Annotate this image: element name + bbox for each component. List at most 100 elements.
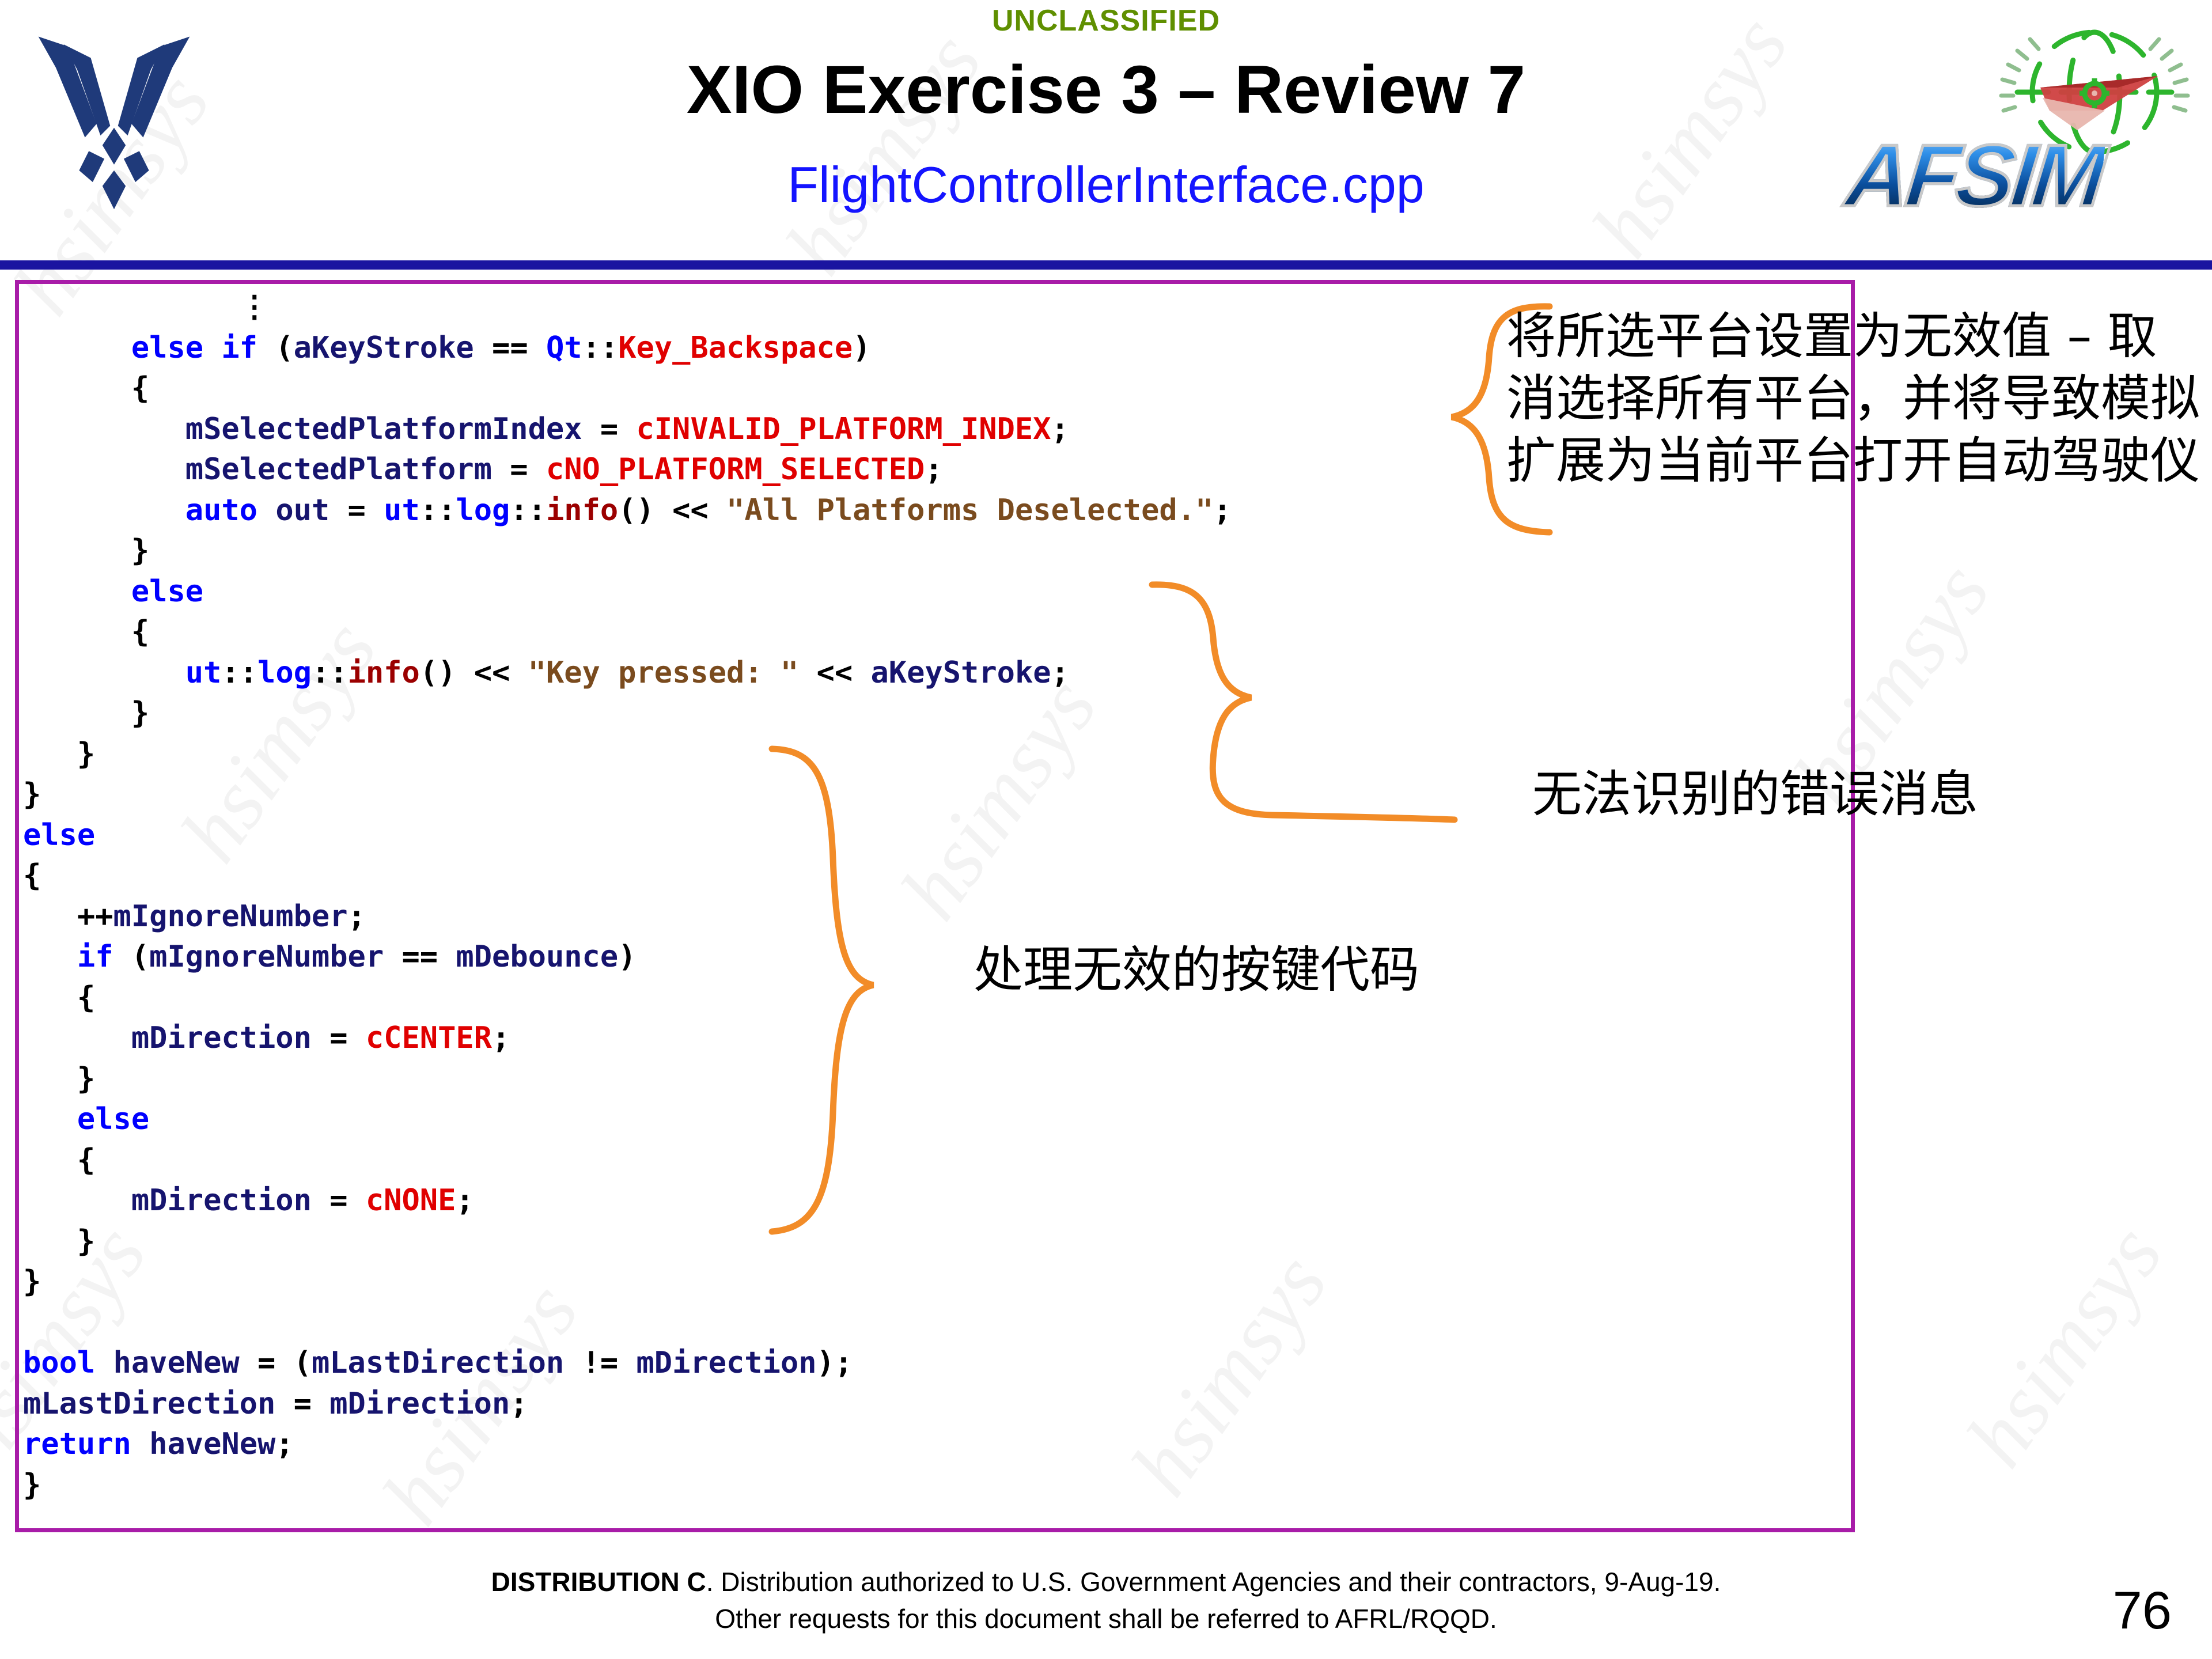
code-token [23, 1102, 77, 1137]
code-token: { [23, 615, 150, 649]
code-token: "All Platforms Deselected." [726, 493, 1214, 528]
code-token: } [23, 1224, 96, 1259]
code-token: != [564, 1346, 637, 1380]
source-code-block: ⋮ else if (aKeyStroke == Qt::Key_Backspa… [23, 287, 1843, 1505]
code-token [257, 493, 275, 528]
code-token: mDebounce [456, 940, 619, 974]
annotation-invalid-keycode: 处理无效的按键代码 [974, 941, 1419, 999]
code-token: ) [853, 330, 871, 365]
code-token: out [275, 493, 330, 528]
code-token [131, 1427, 149, 1461]
code-token: ; [925, 452, 943, 487]
code-token: ; [456, 1183, 474, 1218]
code-token: } [23, 777, 41, 812]
code-token: ; [1213, 493, 1232, 528]
code-token [23, 899, 77, 934]
code-line: else [23, 815, 1843, 856]
code-token: :: [419, 493, 456, 528]
code-token: ) [618, 940, 637, 974]
code-token: mIgnoreNumber [113, 899, 348, 934]
afsim-radar-icon [1999, 29, 2190, 155]
watermark: hsimsys [1948, 1208, 2181, 1483]
code-token: } [23, 696, 150, 730]
code-line: mSelectedPlatform = cNO_PLATFORM_SELECTE… [23, 449, 1843, 490]
afsim-logo: AFSIM [1840, 23, 2204, 226]
code-token [23, 331, 131, 365]
code-token [23, 656, 185, 690]
code-token: aKeyStroke [293, 330, 474, 365]
code-token: ; [1051, 411, 1069, 446]
code-token [23, 1021, 131, 1055]
code-token: = [311, 1183, 366, 1218]
code-panel-border [15, 280, 1855, 1532]
code-line: } [23, 1221, 1843, 1262]
code-line: } [23, 1059, 1843, 1100]
code-token: ⋮ [239, 290, 270, 324]
code-token [23, 574, 131, 609]
code-token: log [257, 655, 312, 690]
code-line: ++mIgnoreNumber; [23, 896, 1843, 937]
code-line: if (mIgnoreNumber == mDebounce) [23, 937, 1843, 978]
code-token: mDirection [131, 1021, 312, 1055]
classification-banner: UNCLASSIFIED [991, 4, 1221, 37]
code-token: info [347, 655, 420, 690]
distribution-statement: DISTRIBUTION C. Distribution authorized … [0, 1563, 2212, 1637]
distribution-text: . Distribution authorized to U.S. Govern… [706, 1567, 1721, 1597]
code-line: auto out = ut::log::info() << "All Platf… [23, 490, 1843, 531]
code-token: = [275, 1386, 330, 1421]
code-token: mDirection [636, 1346, 817, 1380]
code-line: } [23, 1262, 1843, 1302]
code-token [23, 940, 77, 974]
distribution-line-2: Other requests for this document shall b… [715, 1604, 1497, 1634]
page-number: 76 [2112, 1581, 2172, 1640]
code-token: return [23, 1427, 131, 1461]
watermark: hsimsys [1573, 0, 1806, 274]
code-line: } [23, 693, 1843, 734]
air-force-logo [16, 29, 212, 213]
code-line: { [23, 1140, 1843, 1181]
code-token: = ( [239, 1346, 312, 1380]
code-line: mLastDirection = mDirection; [23, 1384, 1843, 1425]
code-token: info [546, 493, 619, 528]
code-token: mDirection [329, 1386, 510, 1421]
code-token [95, 1346, 113, 1380]
code-token: cNONE [365, 1183, 456, 1218]
code-token: = [582, 411, 637, 446]
code-token: == [474, 330, 546, 365]
code-token: } [23, 1467, 41, 1502]
code-token: mLastDirection [23, 1386, 276, 1421]
code-line [23, 1302, 1843, 1343]
code-token [23, 412, 185, 446]
code-line: bool haveNew = (mLastDirection != mDirec… [23, 1343, 1843, 1384]
code-token: Key_Backspace [618, 330, 853, 365]
code-token: } [23, 1264, 41, 1299]
code-token: else [77, 1102, 150, 1137]
code-token: = [329, 493, 384, 528]
annotation-deselect-platform: 将所选平台设置为无效值 – 取消选择所有平台，并将导致模拟扩展为当前平台打开自动… [1506, 308, 2200, 490]
code-token: ; [510, 1386, 528, 1421]
code-token: cCENTER [365, 1021, 492, 1055]
code-token: auto [185, 493, 257, 528]
code-token: mDirection [131, 1183, 312, 1218]
code-token: ut [384, 493, 420, 528]
code-token: ; [492, 1021, 510, 1055]
distribution-line-1: DISTRIBUTION C. Distribution authorized … [0, 1563, 2212, 1600]
code-token: } [23, 736, 96, 771]
code-token: { [23, 858, 41, 893]
code-token: bool [23, 1346, 96, 1380]
code-token: ; [347, 899, 366, 934]
code-token: "Key pressed: " [528, 655, 799, 690]
header-divider [0, 260, 2212, 270]
code-token: () << [618, 493, 727, 528]
code-token: :: [510, 493, 546, 528]
code-token: { [23, 1142, 96, 1177]
code-token [23, 1183, 131, 1218]
code-line: mSelectedPlatformIndex = cINVALID_PLATFO… [23, 409, 1843, 450]
code-token: :: [311, 655, 348, 690]
code-line: } [23, 1465, 1843, 1506]
afsim-logo-text: AFSIM [1840, 126, 2109, 226]
code-token: ( [113, 940, 150, 974]
code-line: mDirection = cNONE; [23, 1180, 1843, 1221]
code-line: ⋮ [23, 287, 1843, 328]
